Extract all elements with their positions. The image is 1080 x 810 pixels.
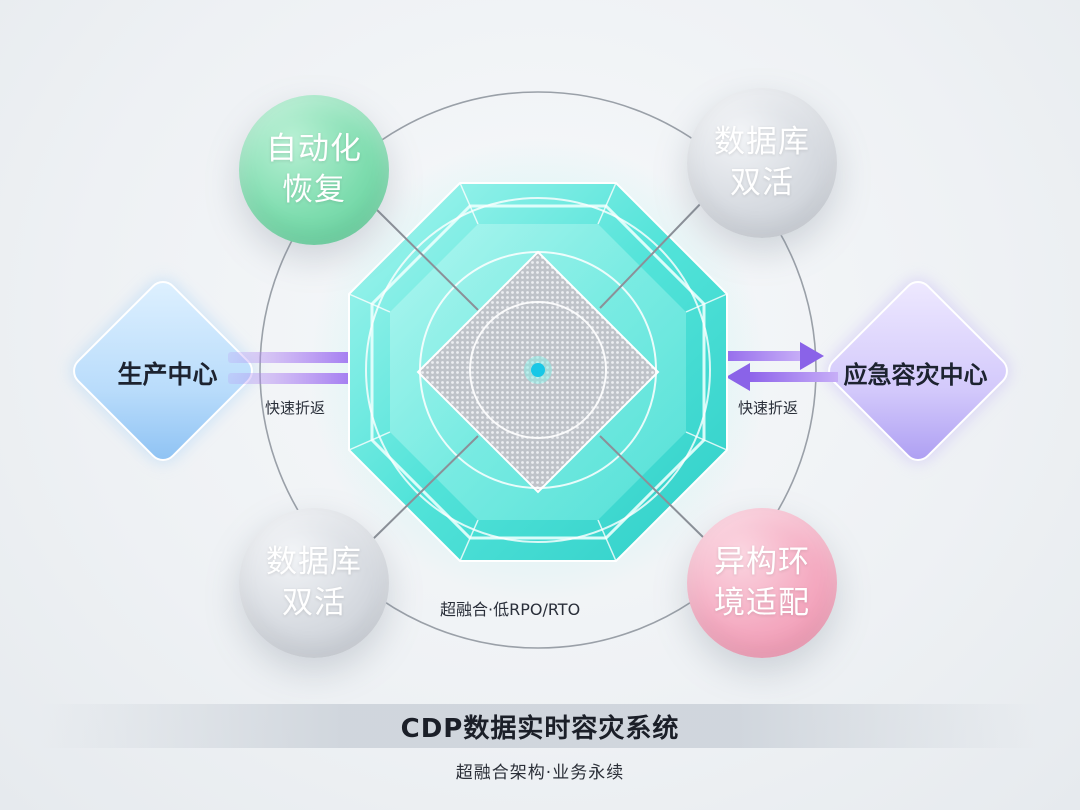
inner-ring-1	[469, 301, 607, 439]
feature-hetero-line1: 异构环	[714, 544, 810, 580]
feature-hetero-line2: 境适配	[714, 585, 810, 621]
fast-failback-right-label: 快速折返	[738, 399, 799, 417]
core-caption: 超融合·低RPO/RTO	[440, 600, 581, 619]
production-center-label: 生产中心	[117, 360, 218, 389]
dr-center-label: 应急容灾中心	[843, 361, 988, 389]
outer-ring	[259, 91, 817, 649]
connector-top-left	[371, 204, 479, 311]
page-subtitle: 超融合架构·业务永续	[455, 763, 625, 783]
inner-ring-2	[419, 251, 657, 489]
center-dot	[531, 363, 545, 377]
fast-failback-left-label: 快速折返	[265, 399, 326, 417]
arrow-right-head-icon	[800, 342, 824, 370]
feature-db-active-active-top: 数据库 双活	[687, 88, 837, 238]
feature-auto-recovery: 自动化 恢复	[239, 95, 389, 245]
feature-db-bottom-line2: 双活	[282, 585, 346, 621]
feature-auto-recovery-line2: 恢复	[282, 172, 346, 208]
left-beam-bottom	[228, 373, 368, 384]
feature-db-active-active-bottom: 数据库 双活	[239, 508, 389, 658]
feature-db-bottom-line1: 数据库	[266, 544, 362, 580]
feature-db-top-line2: 双活	[730, 165, 794, 201]
feature-auto-recovery-line1: 自动化	[266, 131, 362, 167]
arrow-left-head-icon	[726, 363, 750, 391]
right-arrows	[710, 342, 838, 391]
connector-bottom-left	[371, 435, 479, 541]
feature-heterogeneous-adaptation: 异构环 境适配	[687, 508, 837, 658]
connector-bottom-right	[599, 435, 707, 541]
connector-top-right	[599, 197, 707, 309]
title-band	[40, 704, 1040, 748]
left-beam-top	[228, 352, 368, 363]
production-center-diamond	[73, 281, 253, 461]
arrow-left-shaft	[746, 372, 838, 382]
page-title: CDP数据实时容灾系统	[400, 714, 680, 744]
feature-db-top-line1: 数据库	[714, 124, 810, 160]
inner-ring-3	[365, 197, 711, 543]
arrow-right-shaft	[710, 351, 802, 361]
dr-center-diamond	[828, 281, 1008, 461]
